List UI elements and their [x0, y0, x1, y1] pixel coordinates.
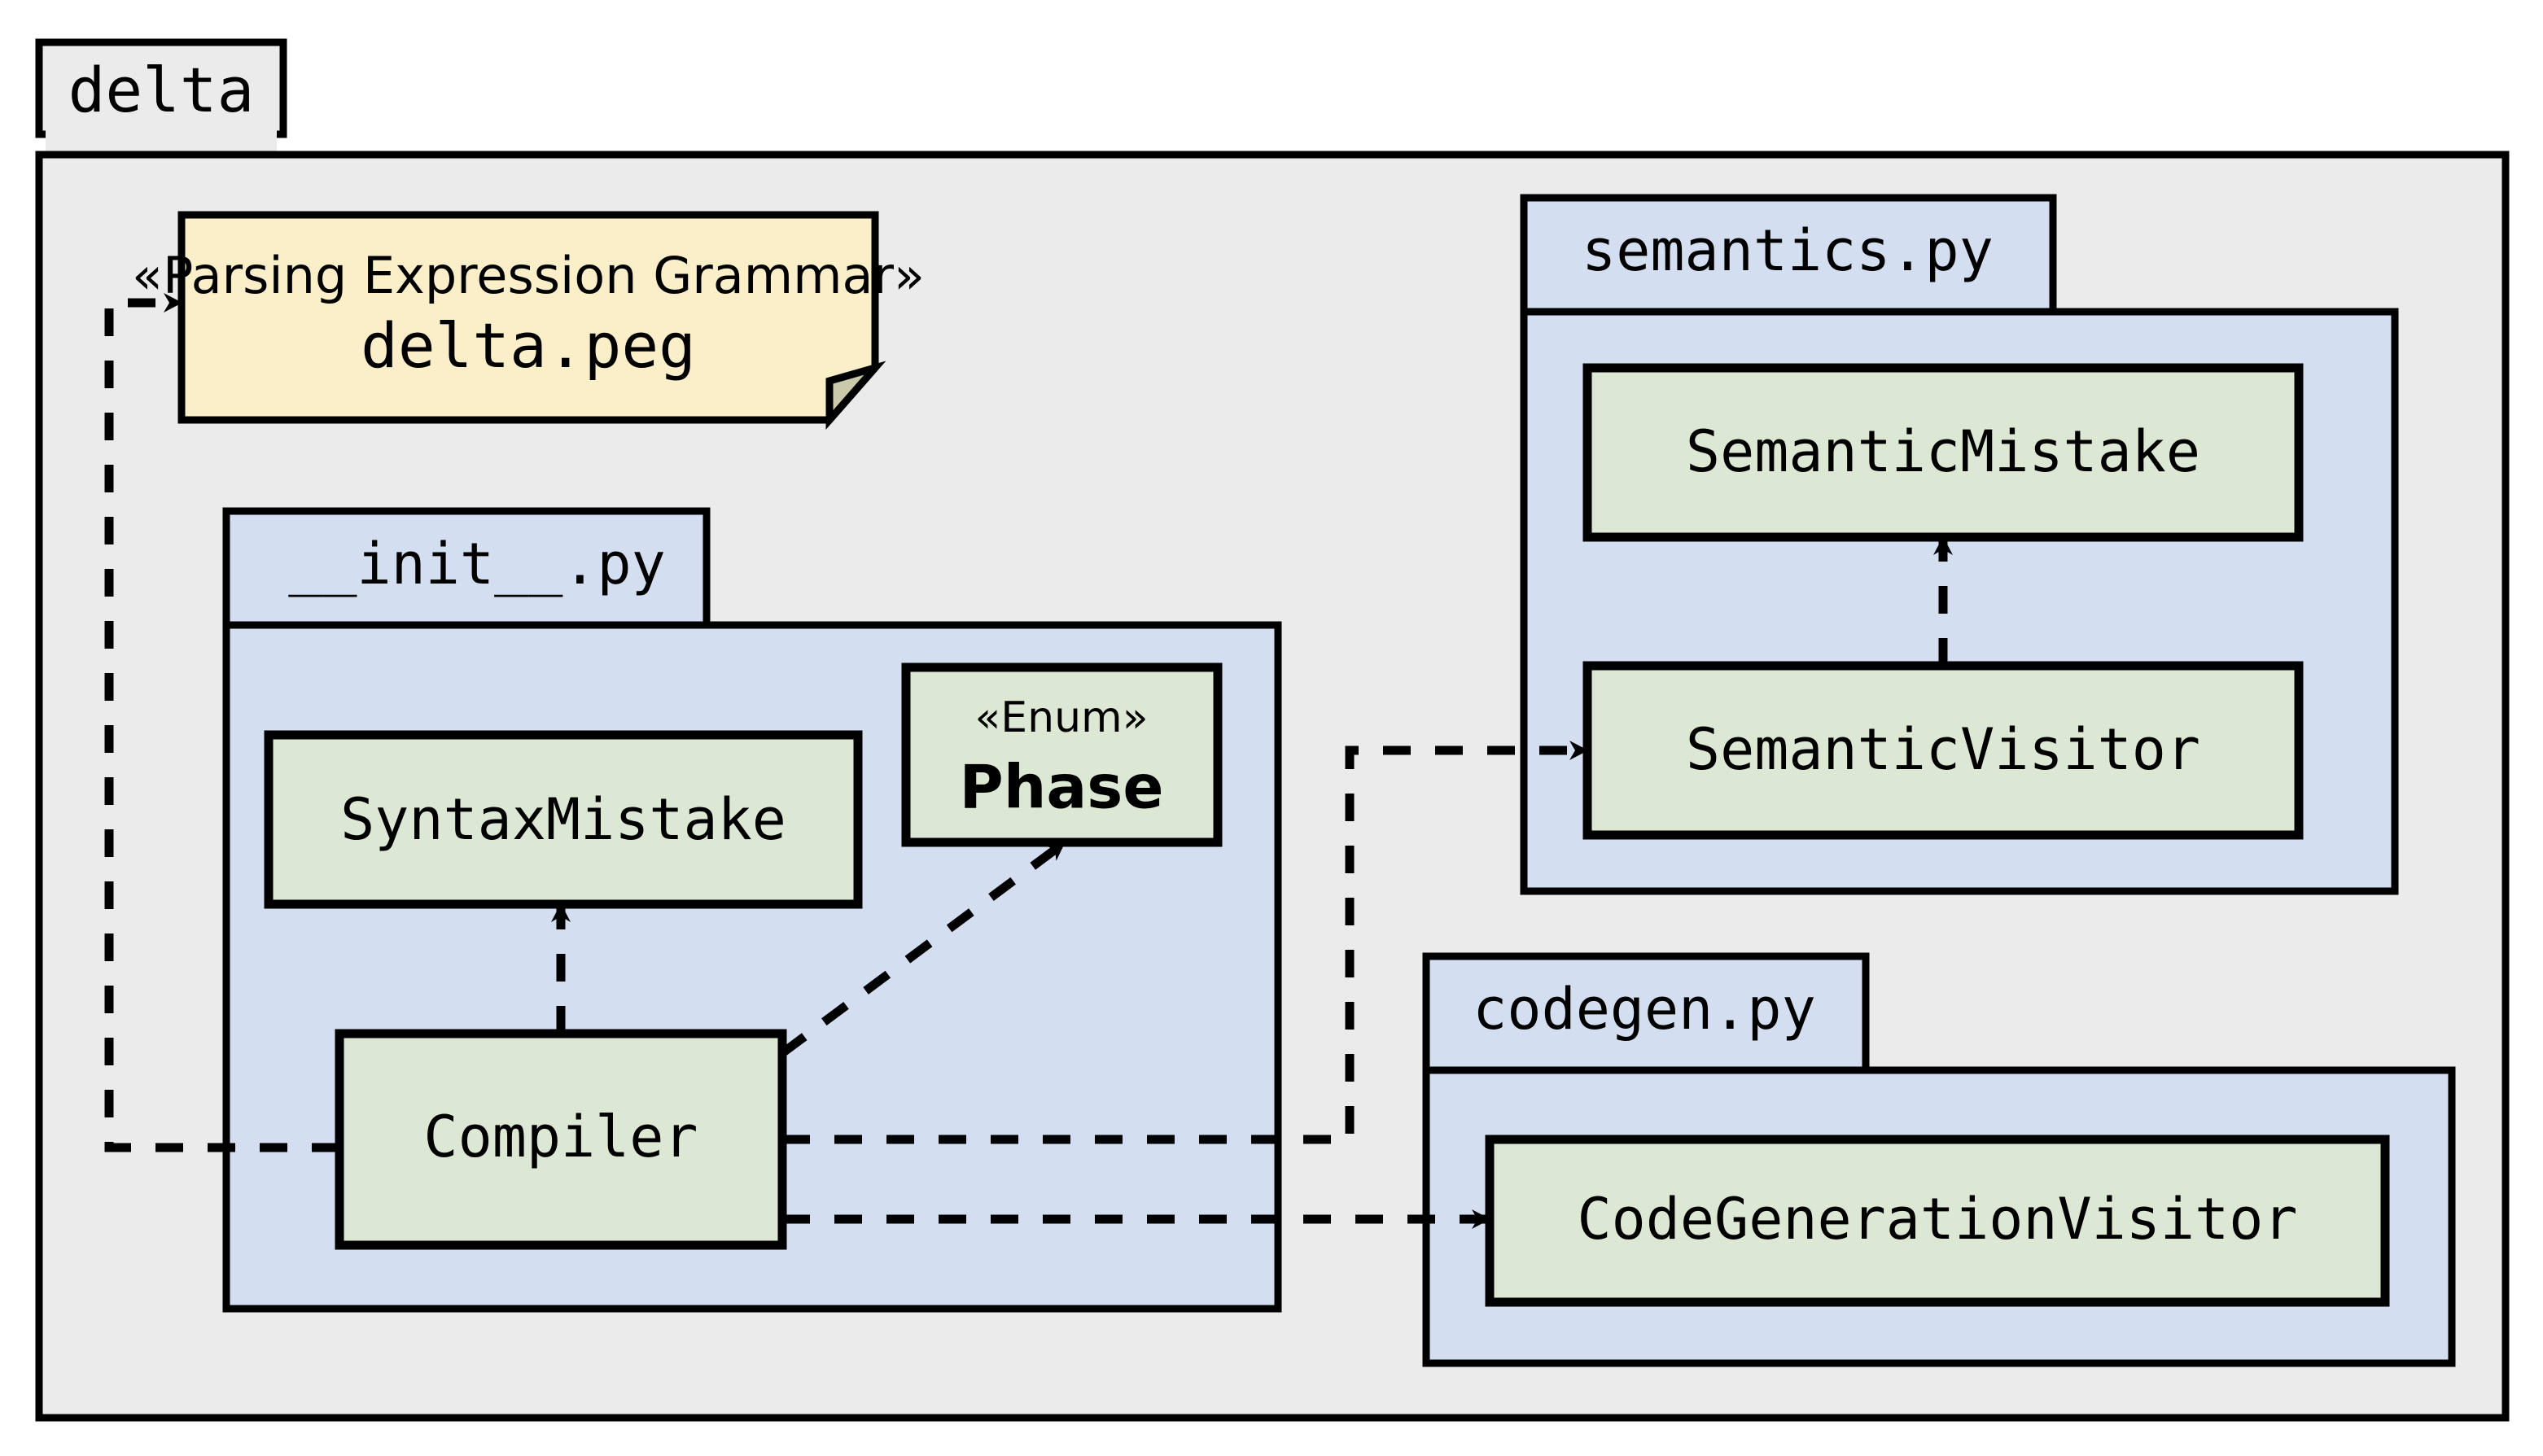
- note-fold: [825, 361, 886, 430]
- package-init-label: __init__.py: [288, 531, 666, 597]
- class-box-semanticvisitor[interactable]: [1582, 661, 2304, 840]
- package-semantics-tab: [1520, 194, 2057, 316]
- package-codegen-label: codegen.py: [1473, 976, 1815, 1043]
- class-label-compiler: Compiler: [423, 1104, 698, 1170]
- class-stereotype-phase: «Enum»: [974, 693, 1148, 742]
- class-label-codegenerationvisitor: CodeGenerationVisitor: [1577, 1186, 2297, 1253]
- note-stereotype-label: «Parsing Expression Grammar»: [132, 246, 925, 305]
- class-box-semanticmistake[interactable]: [1582, 363, 2304, 542]
- edge-compiler-to-phase: [779, 838, 1068, 1057]
- class-box-phase[interactable]: [901, 662, 1223, 847]
- package-codegen-tab: [1422, 952, 1870, 1074]
- class-label-semanticmistake: SemanticMistake: [1686, 418, 2200, 485]
- edge-compiler-to-peg: [104, 293, 339, 1152]
- class-box-syntaxmistake[interactable]: [264, 730, 863, 909]
- note-name-label: delta.peg: [361, 309, 696, 382]
- class-label-phase: Phase: [959, 753, 1163, 823]
- class-label-syntaxmistake: SyntaxMistake: [340, 786, 786, 853]
- class-label-semanticvisitor: SemanticVisitor: [1686, 716, 2200, 783]
- class-box-compiler[interactable]: [335, 1029, 787, 1250]
- edge-compiler-to-semanticvisitor: [782, 741, 1588, 1144]
- package-semantics-label: semantics.py: [1582, 217, 1994, 284]
- package-delta-label: delta: [68, 54, 255, 126]
- class-box-codegenerationvisitor[interactable]: [1485, 1135, 2390, 1307]
- note-delta-peg[interactable]: [177, 211, 886, 430]
